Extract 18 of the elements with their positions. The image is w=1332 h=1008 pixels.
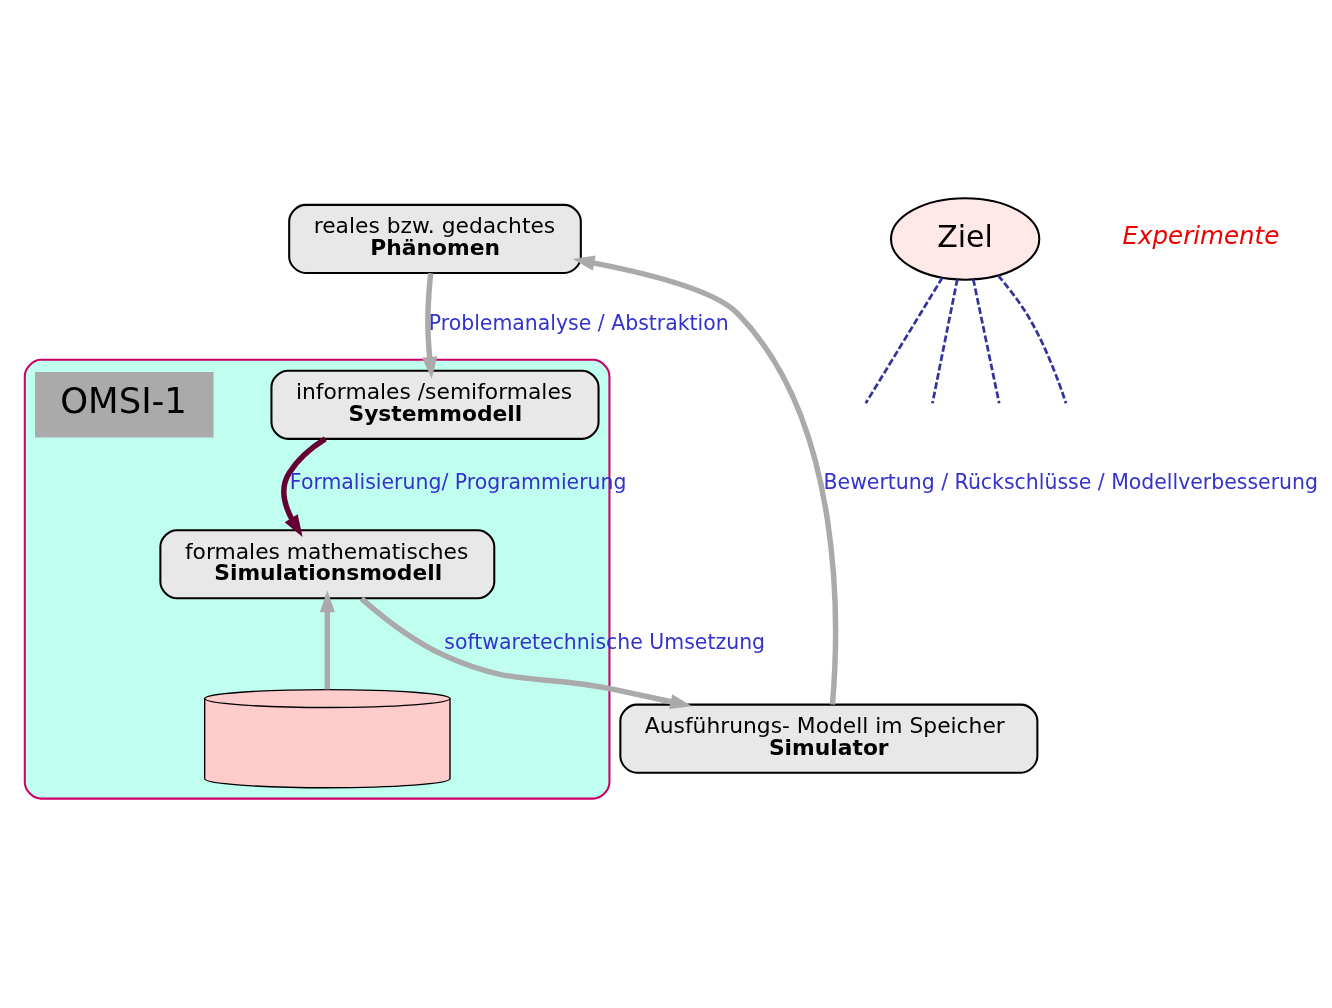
arrow	[572, 255, 839, 705]
node-box: formales mathematisches Simulationsmodell	[159, 529, 496, 600]
label: Experimente	[1122, 220, 1280, 250]
edge-label: Bewertung / Rückschlüsse / Modellverbesserung	[823, 470, 1318, 495]
connector	[864, 277, 944, 404]
connector	[931, 279, 959, 404]
node-box: informales /semiformales Systemmodell	[270, 369, 600, 440]
arrow	[359, 596, 692, 710]
node-box: Ausführungs- Modell im Speicher Simulator	[619, 703, 1039, 774]
arrow	[281, 436, 327, 537]
node-ellipse: Ziel	[890, 197, 1041, 281]
arrow	[319, 590, 335, 690]
node-box: OMSI-1	[35, 372, 214, 438]
arrow	[422, 273, 438, 379]
connector	[971, 279, 1001, 404]
node-box: reales bzw. gedachtes Phänomen	[288, 203, 582, 274]
connector	[997, 274, 1068, 404]
edge-label: Problemanalyse / Abstraktion	[428, 310, 729, 335]
